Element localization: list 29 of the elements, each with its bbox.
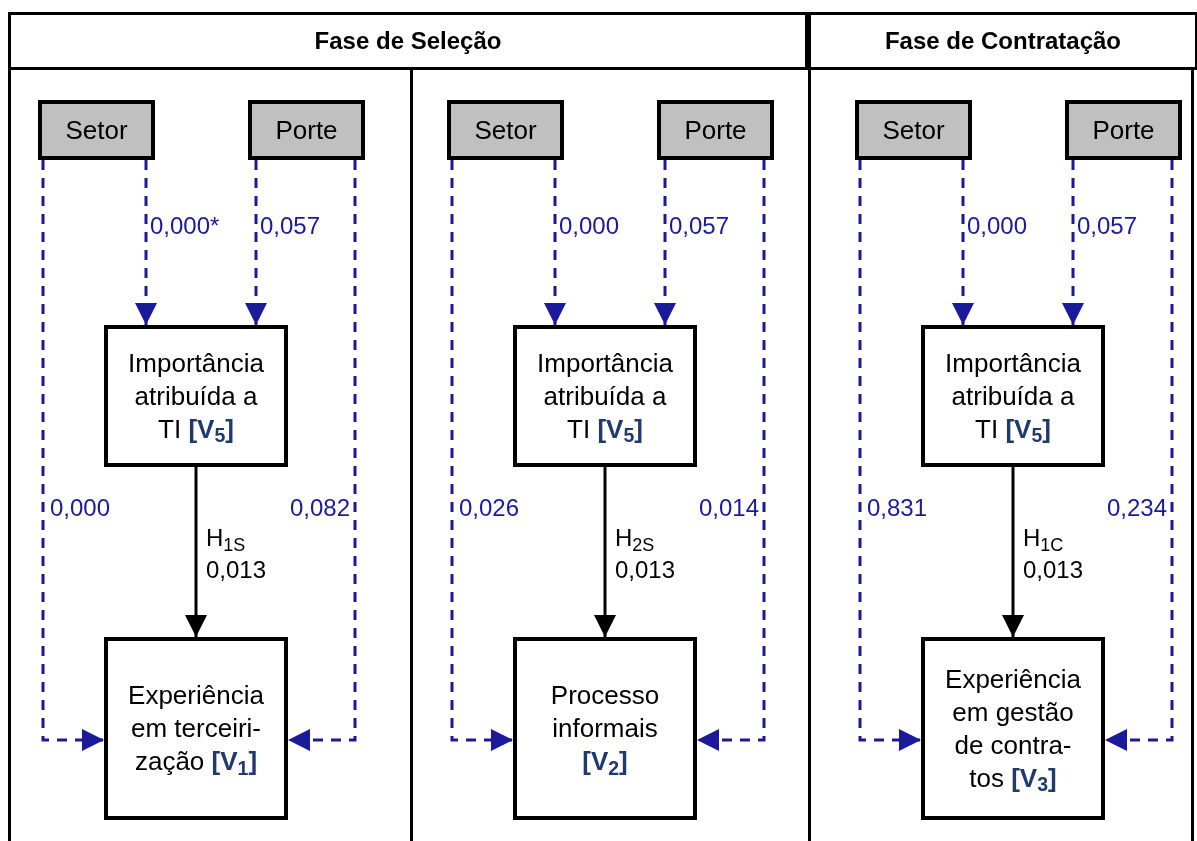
control-variable-box: Setor <box>447 100 564 160</box>
construct-box: Importância atribuída a TI [V$_{5}$] <box>921 325 1105 467</box>
dashed-arrow <box>245 160 267 325</box>
dashed-arrow <box>544 160 566 325</box>
dashed-arrow <box>288 160 357 751</box>
phase-header: Fase de Seleção <box>8 12 808 70</box>
control-variable-box: Setor <box>38 100 155 160</box>
dashed-arrow <box>697 160 766 751</box>
dashed-arrow <box>135 160 157 325</box>
dashed-arrow <box>450 160 513 751</box>
construct-box: Experiência em terceiri- zação [V$_{1}$] <box>104 637 288 820</box>
control-variable-box: Porte <box>248 100 365 160</box>
construct-box: Processo informais [V$_{2}$] <box>513 637 697 820</box>
arrow <box>594 467 616 637</box>
arrow <box>1002 467 1024 637</box>
dashed-arrow <box>858 160 921 751</box>
dashed-arrow <box>952 160 974 325</box>
construct-box: Importância atribuída a TI [V$_{5}$] <box>104 325 288 467</box>
construct-box: Importância atribuída a TI [V$_{5}$] <box>513 325 697 467</box>
construct-box: Experiência em gestão de contra- tos [V$_{3}$] <box>921 637 1105 820</box>
phase-header: Fase de Contratação <box>808 12 1197 70</box>
control-variable-box: Porte <box>1065 100 1182 160</box>
control-variable-box: Porte <box>657 100 774 160</box>
dashed-arrow <box>1105 160 1174 751</box>
control-variable-box: Setor <box>855 100 972 160</box>
dashed-arrow <box>654 160 676 325</box>
dashed-arrow <box>1062 160 1084 325</box>
arrow <box>185 467 207 637</box>
dashed-arrow <box>41 160 104 751</box>
